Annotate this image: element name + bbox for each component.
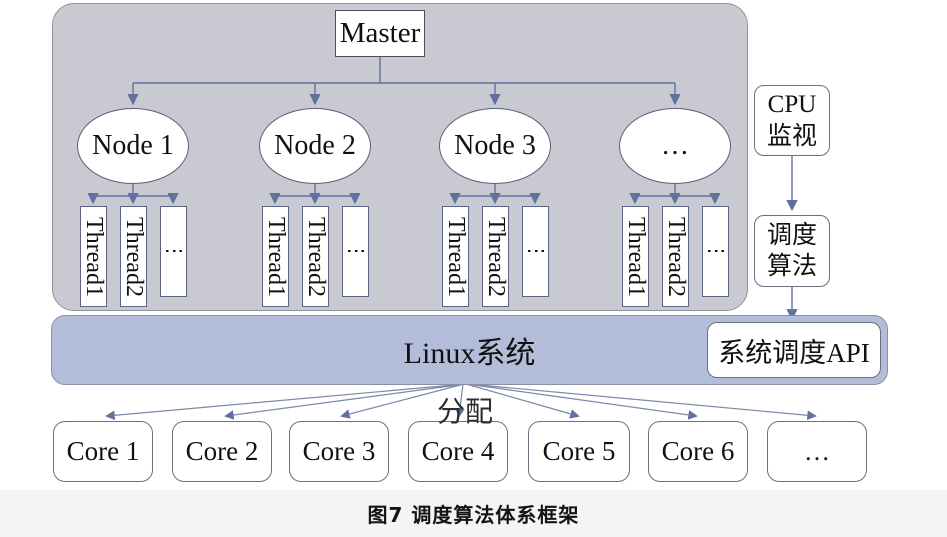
node-3-label: Node 3	[454, 130, 536, 161]
core-5-box: Core 5	[528, 421, 630, 482]
node-to-thread-connectors	[87, 184, 721, 205]
core-1-box: Core 1	[53, 421, 153, 482]
cpu-monitor-line2: 监视	[766, 122, 817, 150]
node-3-ellipse: Node 3	[439, 108, 551, 184]
thread-ellipsis-box: ⋮	[160, 206, 187, 297]
node-more-label: …	[661, 130, 689, 161]
thread-box: Thread1	[262, 206, 289, 307]
master-box: Master	[335, 10, 425, 57]
node-more-ellipse: …	[619, 108, 731, 184]
thread-box: Thread1	[80, 206, 107, 307]
thread-ellipsis-box: ⋮	[522, 206, 549, 297]
thread-box: Thread2	[662, 206, 689, 307]
core-2-box: Core 2	[172, 421, 272, 482]
allocation-fan-connectors	[105, 383, 817, 421]
master-to-nodes-connectors	[127, 57, 681, 106]
cpu-monitor-line1: CPU	[767, 91, 817, 119]
node-2-ellipse: Node 2	[259, 108, 371, 184]
thread-ellipsis-box: ⋮	[702, 206, 729, 297]
linux-system-label: Linux系统	[403, 337, 536, 370]
figure-caption: 图7 调度算法体系框架	[367, 503, 580, 527]
thread-ellipsis-box: ⋮	[342, 206, 369, 297]
thread-box: Thread1	[622, 206, 649, 307]
node-1-label: Node 1	[92, 130, 174, 161]
core-more-box: …	[767, 421, 867, 482]
cpu-monitor-box: CPU 监视	[754, 85, 830, 156]
thread-box: Thread2	[302, 206, 329, 307]
scheduler-box: 调度 算法	[754, 215, 830, 287]
thread-box: Thread2	[120, 206, 147, 307]
system-api-label: 系统调度API	[718, 337, 870, 368]
core-4-box: Core 4	[408, 421, 508, 482]
master-label: Master	[339, 17, 421, 49]
core-3-box: Core 3	[289, 421, 389, 482]
scheduler-line2: 算法	[766, 253, 817, 280]
scheduler-line1: 调度	[766, 221, 817, 249]
node-1-ellipse: Node 1	[77, 108, 189, 184]
node-2-label: Node 2	[274, 130, 356, 161]
system-api-box: 系统调度API	[707, 322, 881, 378]
caption-band: 图7 调度算法体系框架	[0, 490, 947, 537]
thread-box: Thread2	[482, 206, 509, 307]
allocation-label: 分配	[437, 397, 494, 428]
thread-box: Thread1	[442, 206, 469, 307]
core-6-box: Core 6	[648, 421, 748, 482]
